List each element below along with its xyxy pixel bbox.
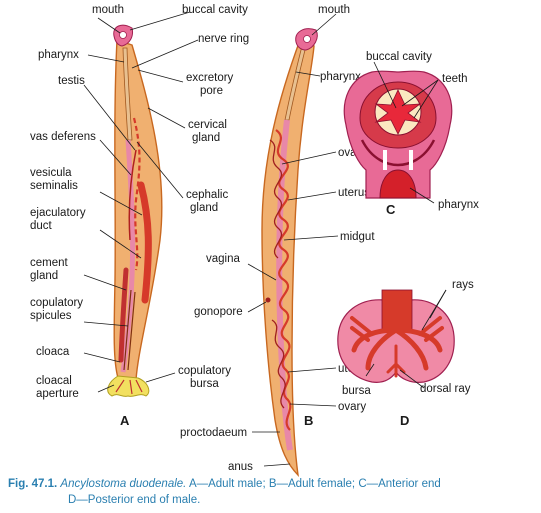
label-b-anus: anus [228,461,253,473]
leaders-c [373,61,439,204]
label-d-bursa: bursa [342,385,371,397]
male-pharynx [122,47,133,141]
anterior-end [343,70,453,199]
female-ovary-coils [269,139,286,409]
worm-female [261,28,318,477]
label-a-ejac-1: ejaculatory [30,207,86,219]
label-d-dorsal-ray: dorsal ray [420,383,471,395]
teeth-c [374,89,422,135]
label-a-buccal-cavity: buccal cavity [182,4,248,16]
label-a-cloaca: cloaca [36,346,70,358]
caption-line-2: D—Posterior end of male. [68,494,201,506]
female-uterus-coils [275,129,292,431]
label-a-copspic-1: copulatory [30,297,83,309]
rays-d [350,316,444,342]
male-testis [132,117,141,271]
label-d-rays: rays [452,279,474,291]
male-vesicula [137,181,152,304]
label-a-excretory-2: pore [200,85,223,97]
label-b-proctodaeum: proctodaeum [180,427,247,439]
label-b-vagina: vagina [206,253,240,265]
label-a-vesicula-2: seminalis [30,180,78,192]
panel-label-d: D [400,413,409,428]
label-c-pharynx: pharynx [438,199,479,211]
label-a-copbursa-1: copulatory [178,365,231,377]
copulatory-bursa [107,375,150,397]
label-a-cloacal-ap-2: aperture [36,388,79,400]
label-b-midgut: midgut [340,231,375,243]
label-a-cervical-1: cervical [188,119,227,131]
leaders-d [365,289,447,389]
label-c-buccal-cavity: buccal cavity [366,51,432,63]
pharynx-c [379,169,417,199]
worm-male [107,24,163,397]
label-a-cephalic-2: gland [190,202,218,214]
label-b-mouth: mouth [318,4,350,16]
male-vas-deferens [128,149,137,241]
label-a-cloacal-ap-1: cloacal [36,375,72,387]
label-a-vesicula-1: vesicula [30,167,72,179]
label-a-copspic-2: spicules [30,310,72,322]
leaders-a [83,11,199,393]
panel-label-b: B [304,413,313,428]
male-spicules [123,289,136,371]
panel-label-c: C [386,202,396,217]
label-a-vas-deferens: vas deferens [30,131,96,143]
label-a-cephalic-1: cephalic [186,189,228,201]
label-a-mouth: mouth [92,4,124,16]
dorsal-ray-d [386,344,406,378]
figure-caption: Fig. 47.1. Ancylostoma duodenale. A—Adul… [8,476,538,508]
label-c-teeth: teeth [442,73,468,85]
label-b-pharynx: pharynx [320,71,361,83]
label-b-uterus-upper: uterus [338,187,370,199]
label-b-ovary-lower: ovary [338,401,366,413]
male-cement-gland [118,267,129,363]
female-gut [276,119,293,451]
label-a-testis: testis [58,75,85,87]
label-a-nerve-ring: nerve ring [198,33,249,45]
label-a-pharynx: pharynx [38,49,79,61]
caption-species: Ancylostoma duodenale. [60,478,187,490]
caption-fig-number: Fig. 47.1. [8,478,58,490]
label-a-cement-2: gland [30,270,58,282]
label-a-cement-1: cement [30,257,69,269]
leaders-b [247,13,339,467]
posterior-end [337,289,455,383]
caption-text-1: A—Adult male; B—Adult female; C—Anterior… [188,478,441,490]
female-pharynx [284,45,307,121]
panel-label-a: A [120,413,130,428]
caption-line-1: Fig. 47.1. Ancylostoma duodenale. A—Adul… [8,476,538,492]
label-a-copbursa-2: bursa [190,378,219,390]
label-a-ejac-2: duct [30,220,53,232]
label-a-excretory-1: excretory [186,72,234,84]
label-b-gonopore: gonopore [194,306,243,318]
label-a-cervical-2: gland [192,132,220,144]
gonopore-mark [265,297,271,303]
